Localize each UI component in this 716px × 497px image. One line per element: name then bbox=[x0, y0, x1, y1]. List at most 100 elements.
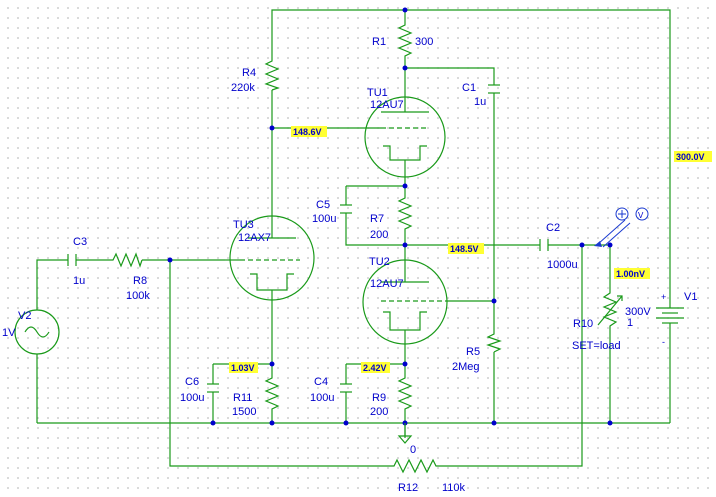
capacitor-c2[interactable] bbox=[539, 239, 549, 251]
label-c4-ref: C4 bbox=[314, 376, 328, 388]
wire-r12-left[interactable] bbox=[169, 260, 390, 467]
junction-dot bbox=[491, 298, 497, 304]
tube-tu1[interactable] bbox=[358, 96, 446, 178]
wire-r12-right[interactable] bbox=[438, 245, 583, 467]
capacitor-c4[interactable] bbox=[340, 383, 352, 393]
voltage-marker-bg bbox=[291, 126, 327, 137]
ground-symbol bbox=[397, 423, 413, 444]
voltage-marker-bg bbox=[361, 362, 390, 373]
label-tu1-ref: TU1 bbox=[367, 87, 388, 99]
label-c1-value: 1u bbox=[474, 96, 486, 108]
capacitor-c3[interactable] bbox=[67, 254, 77, 266]
label-r4-value: 220k bbox=[231, 82, 255, 94]
resistor-r4[interactable] bbox=[264, 58, 280, 91]
label-r8-ref: R8 bbox=[133, 275, 147, 287]
battery-v1[interactable] bbox=[656, 300, 684, 330]
junction-dot bbox=[167, 257, 173, 263]
voltage-supply: 300.0V bbox=[676, 152, 705, 162]
label-c3-value: 1u bbox=[73, 275, 85, 287]
wire-v2-top[interactable] bbox=[36, 259, 68, 310]
capacitors bbox=[67, 84, 549, 393]
junction-dot bbox=[269, 420, 275, 426]
voltage-marker-bg bbox=[614, 268, 650, 279]
capacitor-c6[interactable] bbox=[207, 383, 219, 393]
wires bbox=[36, 9, 671, 467]
label-r10-value: 1 bbox=[627, 317, 633, 329]
label-r5-value: 2Meg bbox=[452, 361, 480, 373]
label-r1-ref: R1 bbox=[372, 36, 386, 48]
junction-dot bbox=[269, 125, 275, 131]
voltage-output-node: 148.5V bbox=[450, 244, 479, 254]
junctions bbox=[167, 7, 613, 426]
label-c2-ref: C2 bbox=[546, 222, 560, 234]
label-tu2-ref: TU2 bbox=[369, 256, 390, 268]
wire-c1-top[interactable] bbox=[405, 67, 495, 85]
label-tu1-value: 12AU7 bbox=[370, 99, 404, 111]
voltage-marker-bg bbox=[229, 362, 258, 373]
voltage-markers: 148.6V 148.5V 300.0V 1.00nV 1.03V 2.42V bbox=[229, 126, 712, 373]
label-r7-ref: R7 bbox=[370, 213, 384, 225]
label-v1-plus: + bbox=[661, 292, 666, 302]
label-r7-value: 200 bbox=[370, 229, 388, 241]
label-v2-ref: V2 bbox=[18, 310, 31, 322]
label-v1-minus: - bbox=[662, 337, 665, 347]
junction-dot bbox=[343, 420, 349, 426]
label-tu3-value: 12AX7 bbox=[238, 232, 271, 244]
wire-c5-bottom[interactable] bbox=[345, 213, 405, 246]
junction-dot bbox=[269, 361, 275, 367]
resistor-r9[interactable] bbox=[397, 375, 413, 410]
label-r1-value: 300 bbox=[415, 36, 433, 48]
junction-dot bbox=[402, 7, 408, 13]
junction-dot bbox=[607, 420, 613, 426]
source-v2[interactable] bbox=[14, 309, 60, 355]
label-v1-ref: V1 bbox=[684, 291, 697, 303]
resistor-r1[interactable] bbox=[397, 22, 413, 58]
label-r12-value: 110k bbox=[442, 482, 466, 494]
resistor-r5[interactable] bbox=[486, 332, 502, 353]
label-c6-ref: C6 bbox=[185, 376, 199, 388]
label-r9-value: 200 bbox=[370, 406, 388, 418]
label-c5-ref: C5 bbox=[316, 199, 330, 211]
label-c2-value: 1000u bbox=[547, 259, 578, 271]
junction-dot bbox=[402, 361, 408, 367]
resistor-r11[interactable] bbox=[264, 375, 280, 410]
supply-rail-wire[interactable] bbox=[271, 9, 671, 300]
resistor-r12[interactable] bbox=[390, 458, 438, 474]
junction-dot bbox=[402, 183, 408, 189]
voltage-tu3-cathode: 1.03V bbox=[231, 363, 255, 373]
label-v2-value: 1V bbox=[2, 327, 16, 339]
capacitor-c5[interactable] bbox=[340, 204, 352, 214]
capacitor-c1[interactable] bbox=[488, 84, 500, 94]
label-r11-ref: R11 bbox=[233, 392, 252, 404]
labels: R1 300 R4 220k C1 1u TU1 12AU7 C5 100u R… bbox=[2, 36, 697, 494]
label-c4-value: 100u bbox=[310, 392, 334, 404]
voltage-load: 1.00nV bbox=[616, 269, 645, 279]
label-tu3-ref: TU3 bbox=[233, 219, 254, 231]
label-c1-ref: C1 bbox=[462, 82, 476, 94]
junction-dot bbox=[607, 242, 613, 248]
label-ground: 0 bbox=[410, 444, 416, 456]
label-r11-value: 1500 bbox=[232, 406, 256, 418]
junction-dot bbox=[402, 65, 408, 71]
tube-tu3[interactable] bbox=[225, 212, 315, 305]
voltage-marker-bg bbox=[674, 151, 712, 162]
label-tu2-value: 12AU7 bbox=[370, 278, 404, 290]
label-r9-ref: R9 bbox=[372, 392, 386, 404]
label-r5-ref: R5 bbox=[466, 346, 480, 358]
voltage-tu2-cathode: 2.42V bbox=[363, 363, 387, 373]
label-r12-ref: R12 bbox=[398, 482, 418, 494]
label-c6-value: 100u bbox=[180, 392, 204, 404]
probe-glyph: V bbox=[638, 211, 644, 220]
resistor-r7[interactable] bbox=[397, 195, 413, 232]
label-c5-value: 100u bbox=[312, 213, 336, 225]
voltage-tu1-grid: 148.6V bbox=[293, 127, 322, 137]
resistor-r10[interactable] bbox=[597, 290, 623, 330]
voltage-marker-bg bbox=[448, 243, 484, 254]
resistors bbox=[110, 22, 623, 474]
label-r8-value: 100k bbox=[126, 290, 150, 302]
junction-dot bbox=[491, 420, 497, 426]
resistor-r8[interactable] bbox=[110, 252, 143, 268]
voltage-probe[interactable]: V bbox=[594, 207, 649, 248]
tube-tu2[interactable] bbox=[362, 259, 448, 345]
